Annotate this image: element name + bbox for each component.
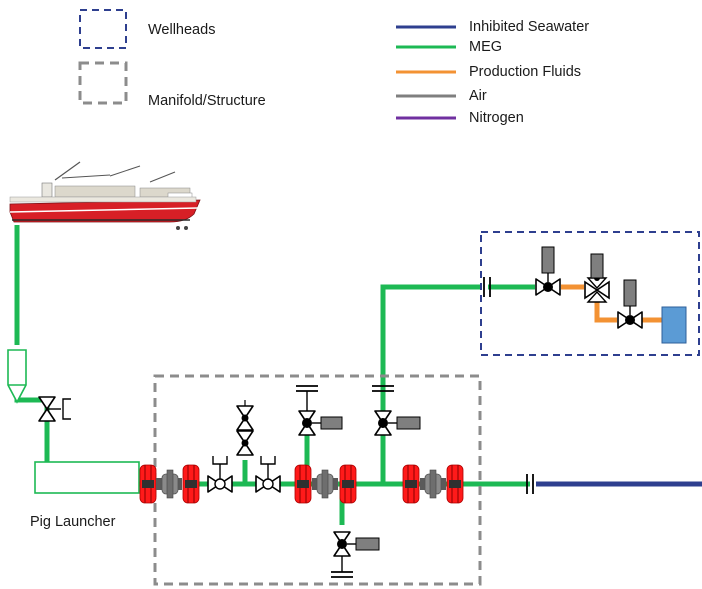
legend-manifold-swatch <box>78 61 128 105</box>
launcher-isolation-valve-icon <box>38 396 71 422</box>
legend-wellheads-swatch <box>79 9 127 49</box>
double-block-valve-icon <box>236 400 254 456</box>
actuated-valve-1-icon <box>296 385 343 436</box>
production-fluids-line <box>561 284 662 323</box>
wellhead-tree-icon <box>661 306 687 344</box>
legend-seawater-label: Inhibited Seawater <box>469 19 589 35</box>
pig-launcher-icon <box>34 461 140 494</box>
pig-launcher-label: Pig Launcher <box>30 514 116 530</box>
legend-air-label: Air <box>469 88 487 104</box>
legend-meg-label: MEG <box>469 39 502 55</box>
legend-production-label: Production Fluids <box>469 64 581 80</box>
vessel-icon <box>9 161 201 230</box>
legend-wellheads-label: Wellheads <box>148 22 215 38</box>
actuated-valve-2-icon <box>372 385 421 436</box>
legend-manifold-label: Manifold/Structure <box>148 93 266 109</box>
header-valve-2-icon <box>255 456 281 493</box>
filter-icon <box>7 349 27 404</box>
wellhead-valve-3-icon <box>617 279 643 329</box>
actuated-valve-3-icon <box>331 531 380 578</box>
wellheads-box <box>480 231 700 356</box>
header-valve-1-icon <box>207 456 233 493</box>
wellhead-valve-2-icon <box>584 253 610 303</box>
legend: Wellheads Manifold/Structure Inhibited S… <box>78 9 589 126</box>
wellhead-valve-1-icon <box>535 246 561 296</box>
legend-nitrogen-label: Nitrogen <box>469 110 524 126</box>
header-connectors <box>139 464 464 504</box>
